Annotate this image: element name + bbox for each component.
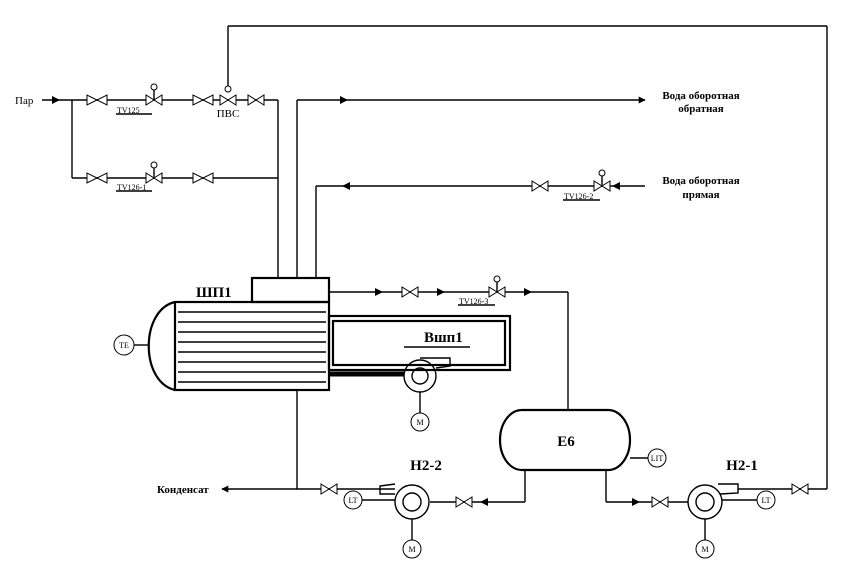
pvs-label: ПВС — [217, 108, 240, 120]
pump-h2-1[interactable] — [687, 483, 739, 540]
actuator-icon — [598, 169, 606, 177]
gate-valve[interactable] — [192, 94, 205, 106]
instrument-te[interactable]: TE — [113, 334, 148, 356]
motor-pump-h2-1[interactable]: M — [695, 539, 715, 559]
pump-h2-2-label: Н2-2 — [410, 458, 442, 474]
gate-valve-half — [201, 172, 214, 184]
gate-valve[interactable] — [791, 483, 801, 495]
supply-water-label-2: прямая — [682, 189, 719, 201]
gate-valve[interactable] — [651, 496, 661, 508]
fan-label: Вшп1 — [424, 330, 463, 346]
tv125-label: TV125 — [117, 106, 140, 115]
motor-tag: M — [416, 418, 423, 427]
return-water-label-2: обратная — [678, 103, 724, 115]
gate-valve-half — [463, 496, 473, 508]
gate-valve-half — [409, 286, 419, 298]
fan-duct — [327, 314, 512, 377]
lt-tag: LT — [348, 496, 357, 505]
tv126-1-label: TV126-1 — [117, 183, 146, 192]
motor-fan[interactable]: M — [410, 412, 430, 432]
tv126-2-label: TV126-2 — [564, 192, 593, 201]
gate-valve-half — [328, 483, 338, 495]
flow-arrow — [342, 182, 350, 190]
gate-valve[interactable] — [401, 286, 411, 298]
gate-valve[interactable] — [531, 180, 541, 192]
instrument-lt-h2-2[interactable]: LT — [343, 490, 395, 510]
control-valve-tv126-2[interactable] — [593, 169, 611, 192]
pipes — [42, 25, 828, 506]
control-valve-tv126-3[interactable] — [488, 275, 506, 298]
motor-tag: M — [408, 545, 415, 554]
instrument-lit[interactable]: LIT — [630, 448, 667, 468]
steam-label: Пар — [15, 95, 34, 107]
gate-valve[interactable] — [86, 172, 99, 184]
flow-arrow — [632, 498, 640, 506]
gate-valve-half — [539, 180, 549, 192]
flow-arrow — [437, 288, 445, 296]
lit-tag: LIT — [651, 454, 664, 463]
heater-label: ШП1 — [196, 285, 232, 301]
gate-valve-half — [659, 496, 669, 508]
tv126-3-label: TV126-3 — [459, 297, 488, 306]
gate-valve[interactable] — [320, 483, 330, 495]
flow-arrow — [52, 96, 60, 104]
heater-shp1[interactable] — [147, 276, 331, 392]
gate-valve[interactable] — [86, 94, 99, 106]
gate-valve[interactable] — [455, 496, 465, 508]
pump-h2-1-label: Н2-1 — [726, 458, 758, 474]
motor-tag: M — [701, 545, 708, 554]
lt-tag: LT — [761, 496, 770, 505]
actuator-icon — [150, 83, 158, 91]
labels: Пар Вода оборотная обратная Вода оборотн… — [15, 90, 758, 496]
control-valve-tv125[interactable] — [145, 83, 163, 106]
instrument-lt-h2-1[interactable]: LT — [722, 490, 776, 510]
gate-valve-half — [255, 94, 265, 106]
vessel-label: Е6 — [557, 434, 575, 450]
pump-h2-2[interactable] — [379, 483, 430, 540]
vessel-e6[interactable] — [498, 408, 632, 472]
pvs-valve-half — [227, 94, 237, 106]
gate-valve-half — [95, 94, 108, 106]
supply-water-label-1: Вода оборотная — [662, 175, 739, 187]
control-valve-tv126-1[interactable] — [145, 161, 163, 184]
flow-arrow — [340, 96, 348, 104]
flow-arrow — [480, 498, 488, 506]
actuator-icon — [150, 161, 158, 169]
flow-arrow — [375, 288, 383, 296]
gate-valve-half — [799, 483, 809, 495]
fan-vshp1[interactable] — [403, 357, 451, 414]
flow-arrow — [612, 182, 620, 190]
gate-valve-half — [201, 94, 214, 106]
actuator-icon — [493, 275, 501, 283]
actuator-icon — [224, 85, 232, 93]
gate-valve-half — [95, 172, 108, 184]
valves — [86, 83, 809, 508]
pvs-valve[interactable] — [219, 94, 229, 106]
flow-arrow — [524, 288, 532, 296]
return-water-label-1: Вода оборотная — [662, 90, 739, 102]
gate-valve[interactable] — [192, 172, 205, 184]
motor-pump-h2-2[interactable]: M — [402, 539, 422, 559]
te-tag: TE — [119, 341, 129, 350]
condensate-label: Конденсат — [157, 484, 209, 496]
gate-valve[interactable] — [247, 94, 257, 106]
